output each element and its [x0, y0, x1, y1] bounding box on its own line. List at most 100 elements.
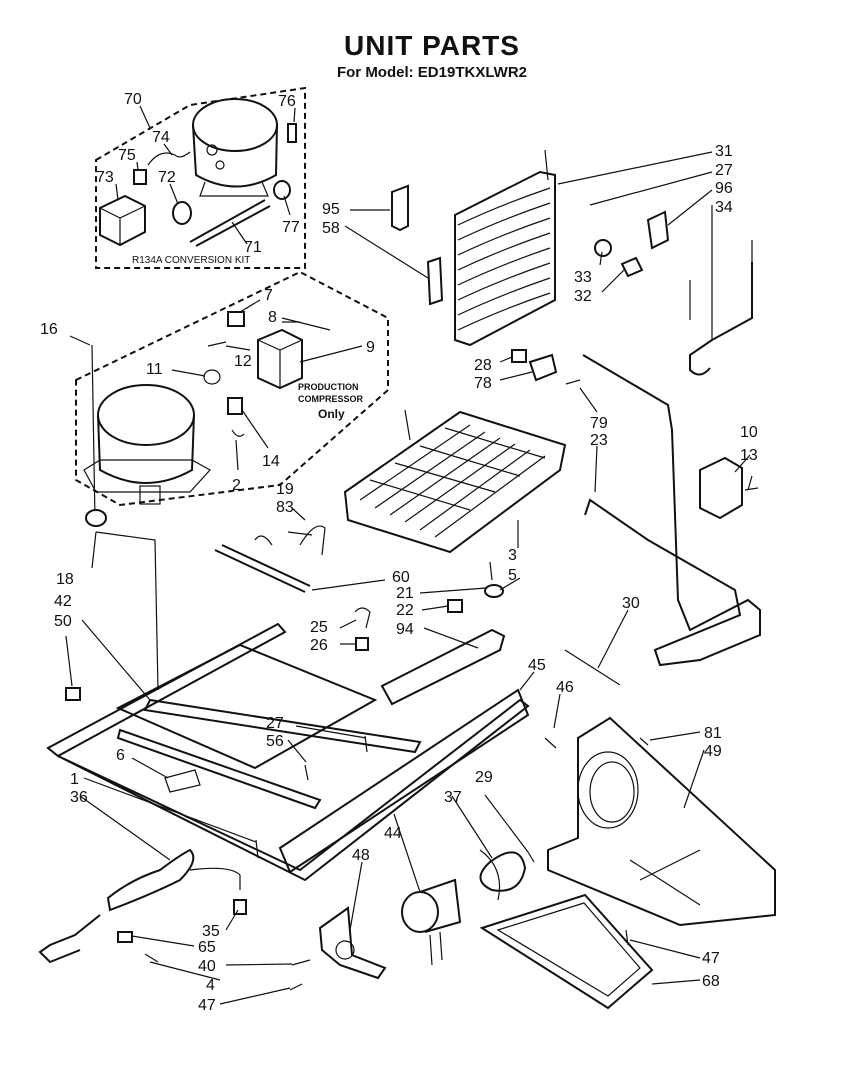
kit-wire: [147, 151, 191, 166]
clamp-65: [117, 931, 133, 943]
callout-28: 28: [474, 357, 492, 374]
callout-78: 78: [474, 375, 492, 392]
callout-50: 50: [54, 613, 72, 630]
callout-26: 26: [310, 637, 328, 654]
callout-44: 44: [384, 825, 402, 842]
callout-10: 10: [740, 424, 758, 441]
callout-12: 12: [234, 353, 252, 370]
screw-79: [565, 379, 581, 385]
kit-drier: [189, 199, 266, 243]
screw-16: [91, 344, 96, 521]
callout-19: 19: [276, 481, 294, 498]
callout-4: 4: [206, 977, 215, 994]
callout-56: 56: [266, 733, 284, 750]
callout-94: 94: [396, 621, 414, 638]
callout-77: 77: [282, 219, 300, 236]
clip-26: [355, 637, 369, 651]
kit-foot-grommet: [273, 180, 291, 200]
callout-36: 36: [70, 789, 88, 806]
callout-47a: 47: [702, 950, 720, 967]
terminal-cover: [227, 397, 243, 415]
callout-33: 33: [574, 269, 592, 286]
overload-protector: [227, 311, 245, 327]
wire-clip-2: [231, 429, 245, 437]
callout-74: 74: [152, 129, 170, 146]
callout-8: 8: [268, 309, 277, 326]
callout-46: 46: [556, 679, 574, 696]
fan-shroud: [547, 716, 776, 927]
callout-numbers: 70 76 74 75 72 73 77 71 95 58 31 27 96 3…: [40, 91, 758, 1014]
callout-40: 40: [198, 958, 216, 975]
callout-18: 18: [56, 571, 74, 588]
grommet-35: [233, 899, 247, 915]
screw-40: [291, 959, 311, 966]
callout-79: 79: [590, 415, 608, 432]
callout-14: 14: [262, 453, 280, 470]
harness-19: [254, 535, 273, 546]
grommet-22: [447, 599, 463, 613]
kit-clip: [133, 169, 147, 185]
kit-compressor: [192, 98, 278, 197]
drain-94: [380, 628, 506, 706]
heat-exchanger-tube: [582, 354, 761, 667]
callout-7: 7: [264, 287, 273, 304]
callout-13: 13: [740, 447, 758, 464]
bracket-10: [699, 456, 743, 520]
callout-81: 81: [704, 725, 722, 742]
screw-47b: [289, 983, 303, 991]
callout-30: 30: [622, 595, 640, 612]
screw-27b: [364, 735, 368, 753]
callout-35: 35: [202, 923, 220, 940]
power-cord: [38, 848, 241, 964]
model-subtitle: For Model: ED19TKXLWR2: [336, 64, 527, 81]
kit-overload: [287, 123, 297, 143]
callout-21: 21: [396, 585, 414, 602]
callout-32: 32: [574, 288, 592, 305]
base-frame: [46, 622, 530, 882]
callout-60: 60: [392, 569, 410, 586]
callout-29: 29: [475, 769, 493, 786]
kit-grommet: [172, 201, 192, 225]
fan-blade: [479, 849, 527, 901]
valve-78: [528, 353, 558, 382]
clip-29: [527, 851, 535, 863]
conversion-kit-group: R134A CONVERSION KIT: [95, 86, 306, 269]
callout-49: 49: [704, 743, 722, 760]
kit-dashed-box: [95, 86, 306, 269]
callout-6: 6: [116, 747, 125, 764]
callout-31: 31: [715, 143, 733, 160]
clip-11: [203, 369, 221, 385]
callout-27a: 27: [715, 162, 733, 179]
tube-34: [689, 262, 753, 376]
callout-70: 70: [124, 91, 142, 108]
callout-2: 2: [232, 477, 241, 494]
page-title: UNIT PARTS: [344, 30, 520, 61]
valve-28: [511, 349, 527, 363]
callout-58: 58: [322, 220, 340, 237]
callout-5: 5: [508, 567, 517, 584]
callout-42: 42: [54, 593, 72, 610]
screw-12: [207, 341, 227, 347]
screw-1: [255, 839, 259, 859]
callout-45: 45: [528, 657, 546, 674]
callout-76: 76: [278, 93, 296, 110]
kit-relay-box: [99, 194, 146, 247]
callout-95: 95: [322, 201, 340, 218]
callout-75: 75: [118, 147, 136, 164]
clip-5: [484, 584, 504, 598]
screw-21: [489, 561, 493, 581]
callout-34: 34: [715, 199, 733, 216]
drier-60: [214, 549, 306, 593]
callout-3: 3: [508, 547, 517, 564]
screw-81: [639, 737, 649, 746]
screw-46: [544, 737, 557, 749]
callout-48: 48: [352, 847, 370, 864]
callout-72: 72: [158, 169, 176, 186]
callout-37: 37: [444, 789, 462, 806]
motor-bracket: [318, 906, 387, 980]
screw-4: [144, 953, 159, 963]
grommet-33: [594, 239, 612, 257]
retaining-clip: [281, 317, 331, 331]
fan-motor: [401, 878, 462, 966]
